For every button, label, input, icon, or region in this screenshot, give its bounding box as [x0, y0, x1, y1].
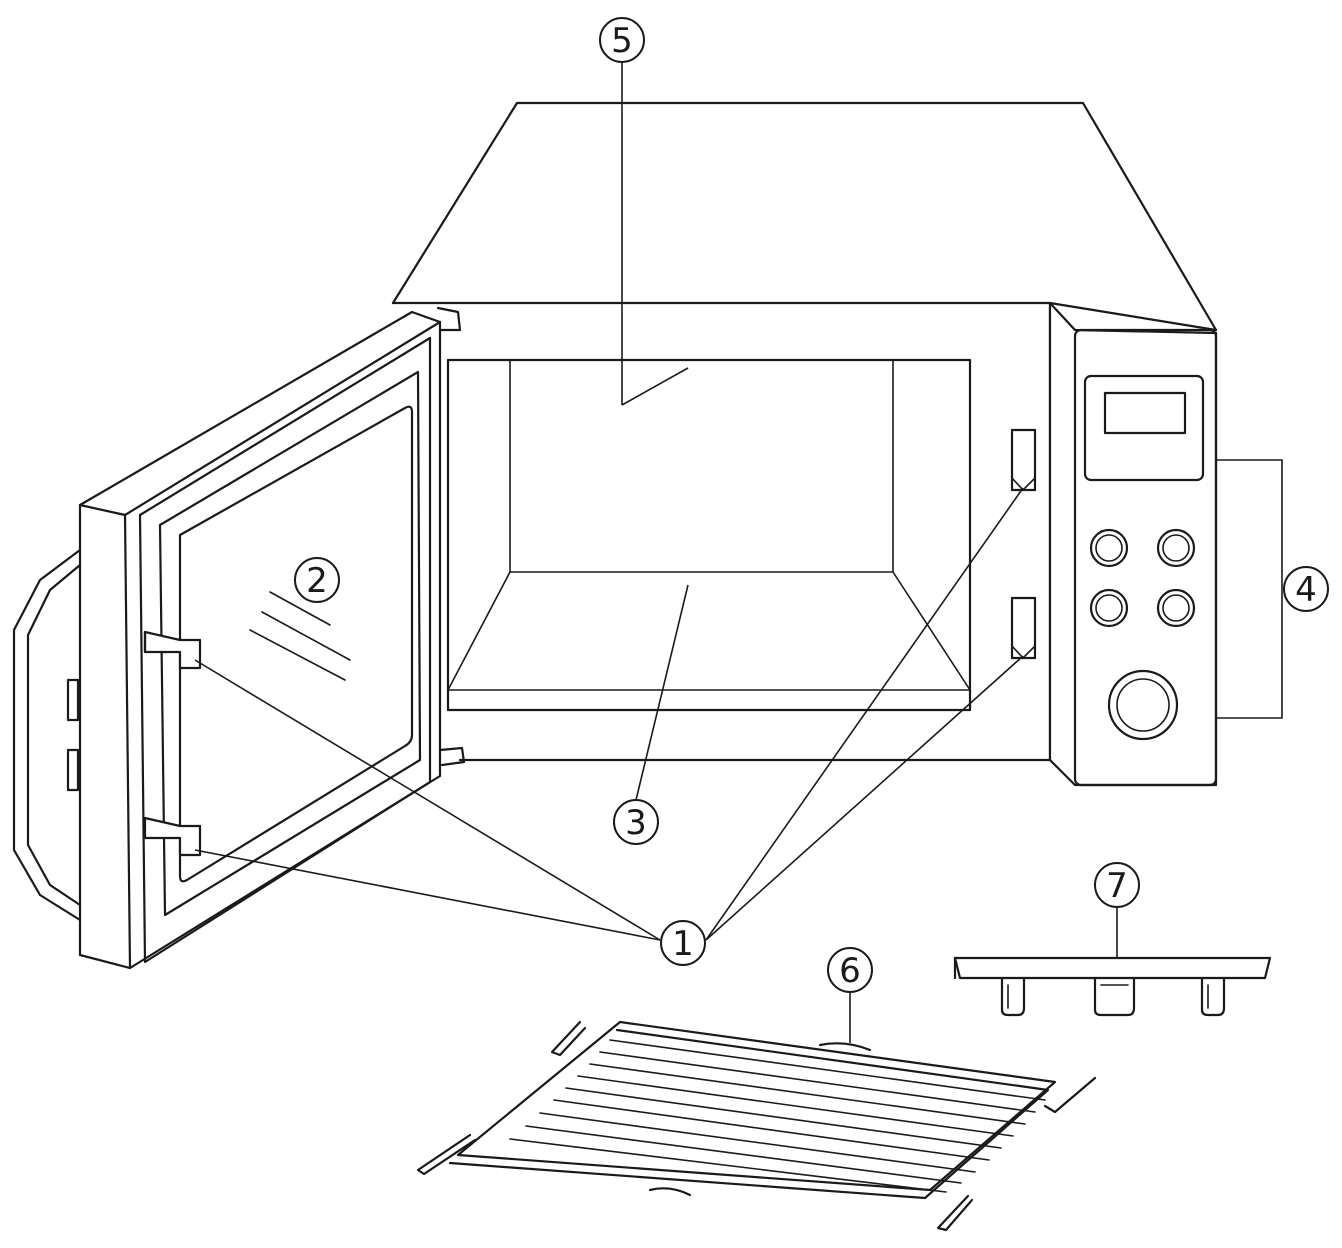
- callout-2-label: 2: [306, 561, 328, 601]
- callout-5: 5: [599, 17, 645, 63]
- callout-6-label: 6: [839, 951, 861, 991]
- callout-1: 1: [660, 920, 706, 966]
- tray-plate: [953, 956, 1272, 980]
- display-screen: [1103, 391, 1187, 435]
- callout-5-label: 5: [611, 21, 633, 61]
- door-window-frame: [158, 370, 422, 917]
- callout-7-label: 7: [1106, 866, 1128, 906]
- callout-1-label: 1: [672, 924, 694, 964]
- control-dial: [1107, 669, 1179, 741]
- callout-3: 3: [613, 799, 659, 845]
- support-tray: [953, 956, 1272, 1017]
- door-frame: [78, 310, 442, 970]
- callout-6: 6: [827, 947, 873, 993]
- latch-hook-lower: [143, 816, 202, 857]
- door-handle: [12, 548, 82, 922]
- cabinet-top: [391, 101, 1218, 332]
- tray-foot: [1200, 976, 1226, 1017]
- rack-frame: [456, 1020, 1057, 1192]
- cavity-back-wall: [509, 359, 894, 573]
- leader-lines: [194, 58, 1283, 1043]
- callout-4: 4: [1283, 566, 1329, 612]
- callout-7: 7: [1094, 862, 1140, 908]
- callout-3-label: 3: [625, 803, 647, 843]
- cavity-opening: [446, 358, 972, 712]
- latch-hole-lower: [1010, 596, 1037, 660]
- tray-foot: [1000, 976, 1026, 1017]
- latch-hole-upper: [1010, 428, 1037, 492]
- hinge-top: [436, 306, 462, 332]
- control-panel: [1048, 301, 1218, 787]
- door: [12, 310, 442, 970]
- callout-2: 2: [294, 557, 340, 603]
- callout-4-label: 4: [1295, 570, 1317, 610]
- display-window: [1083, 374, 1205, 482]
- door-glass: [178, 405, 414, 883]
- rack-bars: [509, 1039, 1046, 1193]
- hinge-bottom: [438, 746, 466, 767]
- cabinet-front: [391, 301, 1052, 762]
- tray-foot: [1093, 976, 1136, 1017]
- latch-hook-upper: [143, 630, 202, 670]
- grill-rack: [416, 1020, 1097, 1232]
- microwave-body: [391, 101, 1218, 787]
